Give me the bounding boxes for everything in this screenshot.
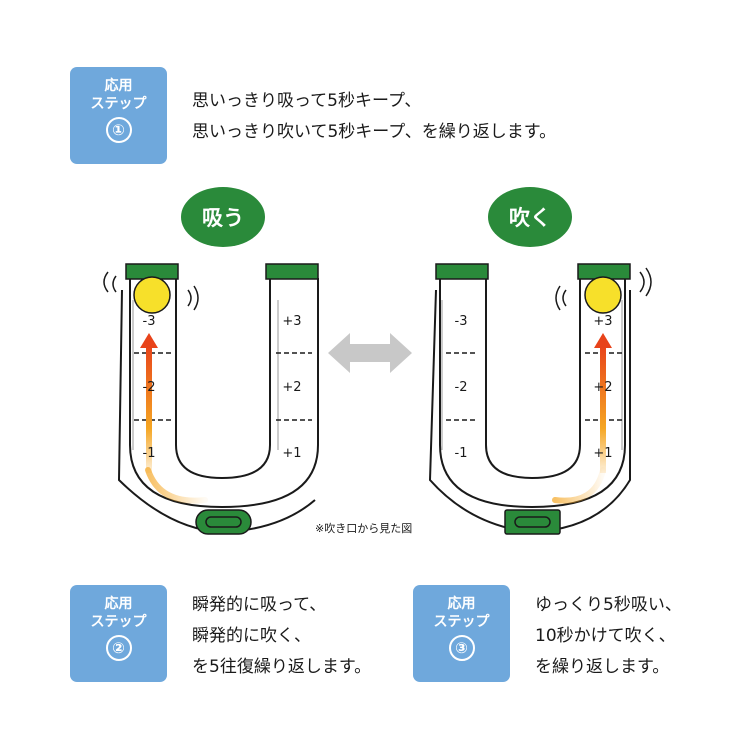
step3-line-2: 10秒かけて吹く、 [535, 626, 676, 646]
u-tube-inner [485, 278, 581, 480]
step1-badge-number: ① [105, 117, 132, 143]
step1-badge-label: 応用 [104, 78, 133, 94]
vibration-mark-left [562, 289, 567, 307]
step3-badge-label: 応用 [447, 596, 476, 612]
u-tube-outer [129, 278, 319, 509]
air-trail [552, 467, 606, 504]
step2-text: 瞬発的に吸って、 瞬発的に吹く、 を5往復繰り返します。 [192, 590, 371, 683]
vibration-mark-right [639, 271, 645, 293]
vibration-mark-left [112, 275, 117, 293]
vibration-mark-left [555, 285, 561, 311]
left-cap [435, 263, 489, 280]
inhale-scale-left-1: -1 [143, 446, 156, 461]
u-tube-outer [439, 278, 626, 509]
inhale-arrow-head [140, 333, 158, 348]
vibration-mark-right [193, 285, 199, 311]
vibration-mark-right [187, 289, 192, 307]
inhale-diagram: -3 -2 -1 +3 +2 +1 [103, 263, 319, 535]
exhale-scale-right-1: +1 [593, 446, 612, 461]
view-note: ※吹き口から見た図 [315, 522, 413, 535]
vibration-mark-left [103, 271, 109, 293]
ball [584, 276, 622, 314]
inhale-scale-right-3: +3 [282, 314, 301, 329]
step2-badge-step: ステップ [90, 614, 147, 630]
exhale-scale-right-3: +3 [593, 314, 612, 329]
inhale-label: 吸う [181, 187, 265, 247]
inhale-scale-right-1: +1 [282, 446, 301, 461]
step1-line-2: 思いっきり吹いて5秒キープ、を繰り返します。 [192, 122, 557, 142]
inhale-arrow-shaft [146, 345, 152, 473]
step2-badge-number: ② [105, 635, 132, 661]
step2-badge-label: 応用 [104, 596, 133, 612]
step3-line-1: ゆっくり5秒吸い、 [535, 595, 682, 615]
step2-line-3: を5往復繰り返します。 [192, 657, 372, 677]
step1-badge-step: ステップ [90, 96, 147, 112]
inhale-scale-right-2: +2 [282, 380, 301, 395]
exhale-scale-left-2: -2 [455, 380, 468, 395]
u-tube-guide [441, 300, 623, 450]
step3-text: ゆっくり5秒吸い、 10秒かけて吹く、 を繰り返します。 [535, 590, 682, 683]
air-trail [145, 467, 208, 504]
mouthpiece-slot [514, 516, 551, 528]
double-arrow-icon [328, 333, 412, 373]
vibration-mark-right [645, 267, 652, 297]
u-tube-guide [132, 300, 279, 450]
exhale-arrow-head [594, 333, 612, 348]
step3-badge-step: ステップ [433, 614, 490, 630]
exhale-arrow-shaft [600, 345, 606, 473]
exhale-label: 吹く [488, 187, 572, 247]
exhale-diagram: -3 -2 -1 +3 +2 +1 [428, 263, 652, 535]
step3-badge: 応用 ステップ ③ [413, 585, 510, 682]
step3-line-3: を繰り返します。 [535, 657, 670, 677]
exhale-scale-left-1: -1 [455, 446, 468, 461]
right-cap [265, 263, 319, 280]
exhale-scale-left-3: -3 [455, 314, 468, 329]
inhale-scale-left-3: -3 [143, 314, 156, 329]
step1-badge: 応用 ステップ ① [70, 67, 167, 164]
step1-line-1: 思いっきり吸って5秒キープ、 [192, 91, 422, 111]
exhale-scale-right-2: +2 [593, 380, 612, 395]
inhale-scale-left-2: -2 [143, 380, 156, 395]
ball [133, 276, 171, 314]
step3-badge-number: ③ [448, 635, 475, 661]
step1-text: 思いっきり吸って5秒キープ、 思いっきり吹いて5秒キープ、を繰り返します。 [192, 86, 556, 148]
step2-line-2: 瞬発的に吹く、 [192, 626, 311, 646]
step2-line-1: 瞬発的に吸って、 [192, 595, 327, 615]
mouthpiece-slot [205, 516, 242, 528]
u-tube-inner [175, 278, 271, 480]
step2-badge: 応用 ステップ ② [70, 585, 167, 682]
